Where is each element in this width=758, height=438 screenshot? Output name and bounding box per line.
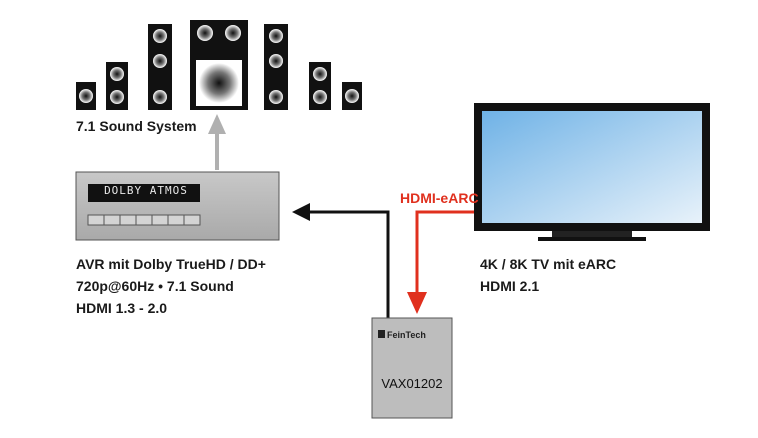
avr-display-text: DOLBY ATMOS bbox=[104, 184, 188, 197]
speaker-system bbox=[76, 20, 362, 110]
hdmi-output-arrow bbox=[292, 203, 390, 318]
speaker-center-subwoofer bbox=[190, 20, 248, 110]
feintech-logo-icon bbox=[378, 330, 385, 338]
extractor-device bbox=[371, 317, 453, 419]
speaker-rear-left bbox=[106, 62, 128, 110]
avr-label-line-1: AVR mit Dolby TrueHD / DD+ bbox=[76, 256, 266, 272]
avr-display bbox=[88, 184, 200, 202]
tv-set bbox=[474, 103, 710, 241]
tv-screen bbox=[482, 111, 702, 223]
avr-label-line-3: HDMI 1.3 - 2.0 bbox=[76, 300, 168, 316]
hdmi-earc-label: HDMI-eARC bbox=[400, 190, 479, 206]
hdmi-earc-arrow bbox=[407, 210, 474, 314]
audio-output-arrow bbox=[208, 114, 226, 170]
avr-label-line-2: 720p@60Hz • 7.1 Sound bbox=[76, 278, 234, 294]
extractor-brand: FeinTech bbox=[387, 330, 426, 340]
tv-label-line-2: HDMI 2.1 bbox=[480, 278, 540, 294]
speaker-surround-left bbox=[76, 82, 96, 110]
avr-buttons bbox=[87, 214, 201, 226]
speaker-system-label: 7.1 Sound System bbox=[76, 118, 197, 134]
extractor-model: VAX01202 bbox=[381, 376, 443, 391]
speaker-front-right bbox=[264, 24, 288, 110]
speaker-surround-right bbox=[342, 82, 362, 110]
avr-receiver bbox=[75, 171, 280, 241]
speaker-rear-right bbox=[309, 62, 331, 110]
tv-label-line-1: 4K / 8K TV mit eARC bbox=[480, 256, 617, 272]
speaker-front-left bbox=[148, 24, 172, 110]
